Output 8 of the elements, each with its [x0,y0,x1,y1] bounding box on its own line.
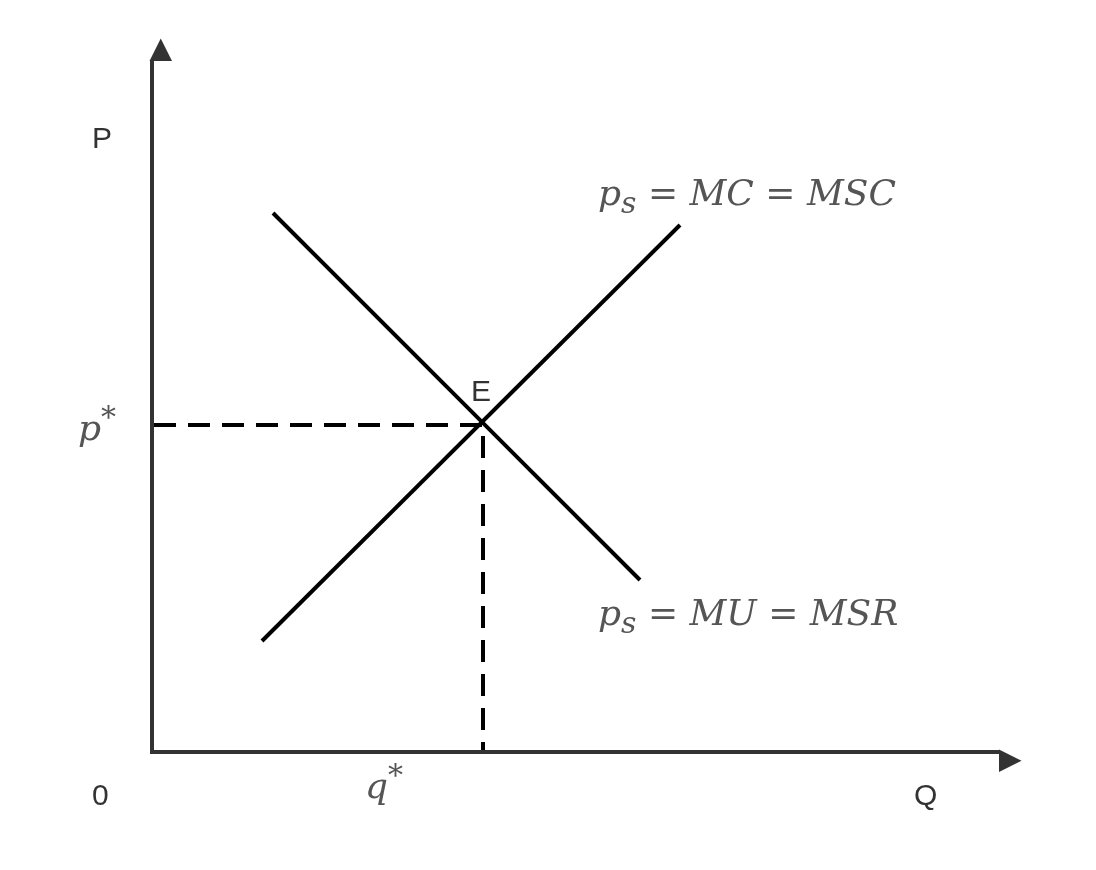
axis-label: P [92,123,112,153]
origin-label: 0 [92,780,109,810]
axis-label: Q [914,780,938,810]
curve-label: p$_{s}$ = MU = MSR [598,595,899,639]
axis-value-label: q$^{*}$ [365,760,404,804]
curve-label: p$_{s}$ = MC = MSC [598,175,897,219]
axis-value-label: p$^{*}$ [78,402,117,446]
point-label: E [471,376,491,406]
